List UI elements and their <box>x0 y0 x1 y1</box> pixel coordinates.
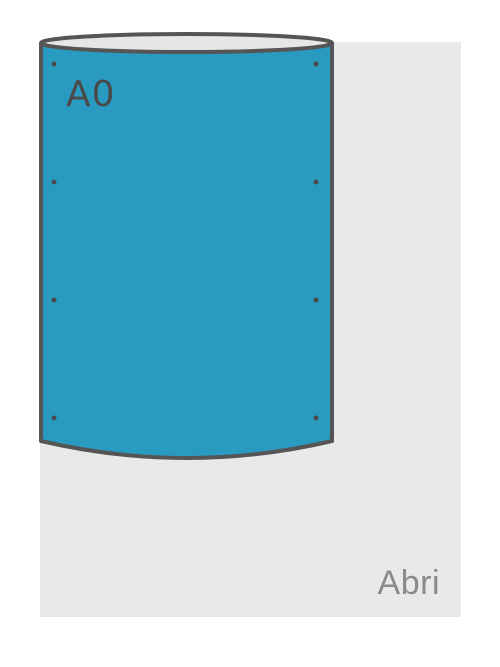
anchor-dot <box>313 61 319 67</box>
drum-anchor-dots <box>51 61 319 421</box>
anchor-dot <box>51 61 57 67</box>
anchor-dot <box>51 179 57 185</box>
drum-lid <box>39 32 334 54</box>
anchor-dot <box>51 297 57 303</box>
anchor-dot <box>51 415 57 421</box>
anchor-dot <box>313 415 319 421</box>
drum-label: A0 <box>66 74 116 115</box>
anchor-dot <box>313 179 319 185</box>
shelter-label: Abri <box>377 564 440 602</box>
anchor-dot <box>313 297 319 303</box>
